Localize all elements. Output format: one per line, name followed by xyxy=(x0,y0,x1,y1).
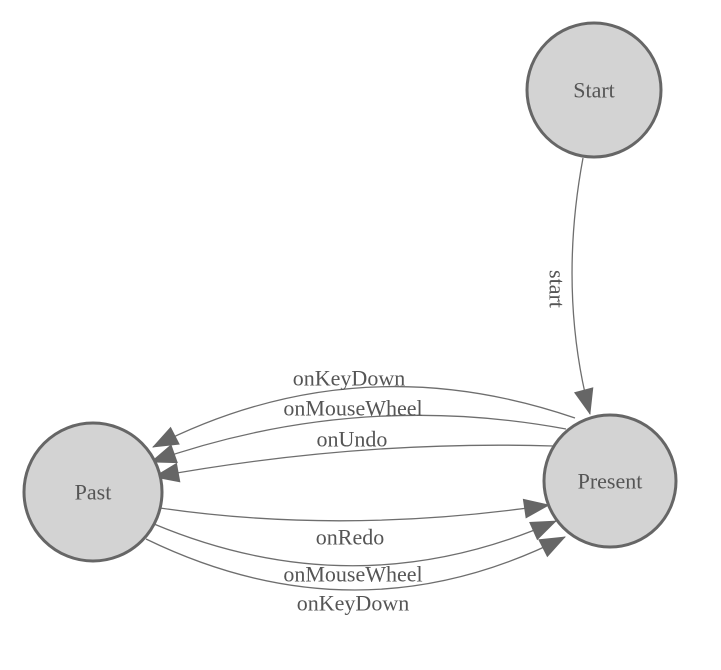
state-label-start: Start xyxy=(573,78,615,103)
transition-edge-onkeydown-to-present xyxy=(145,536,566,591)
transition-edge-start xyxy=(571,157,594,415)
transition-edge-onkeydown-to-past xyxy=(152,385,576,448)
state-node-present: Present xyxy=(542,413,678,549)
state-circle-start xyxy=(525,21,663,159)
state-label-past: Past xyxy=(75,480,112,505)
edge-label-onredo: onRedo xyxy=(316,525,384,550)
transition-edge-onmousewheel-to-past xyxy=(150,414,567,464)
edge-label-onundo: onUndo xyxy=(317,427,388,452)
edge-label-onmousewheel-bottom: onMouseWheel xyxy=(283,562,422,587)
state-node-start: Start xyxy=(525,21,663,159)
transition-edge-onundo-to-past xyxy=(153,444,554,483)
state-label-present: Present xyxy=(578,469,643,494)
state-circle-present xyxy=(542,413,678,549)
edge-label-start: start xyxy=(544,270,569,308)
transition-edge-onredo-to-present xyxy=(159,498,550,522)
edge-label-onkeydown-bottom: onKeyDown xyxy=(297,591,409,616)
edge-label-onmousewheel-top: onMouseWheel xyxy=(283,396,422,421)
edge-label-onkeydown-top: onKeyDown xyxy=(293,366,405,391)
state-circle-past xyxy=(22,421,164,563)
state-node-past: Past xyxy=(22,421,164,563)
transition-edge-onmousewheel-to-present xyxy=(153,520,557,567)
